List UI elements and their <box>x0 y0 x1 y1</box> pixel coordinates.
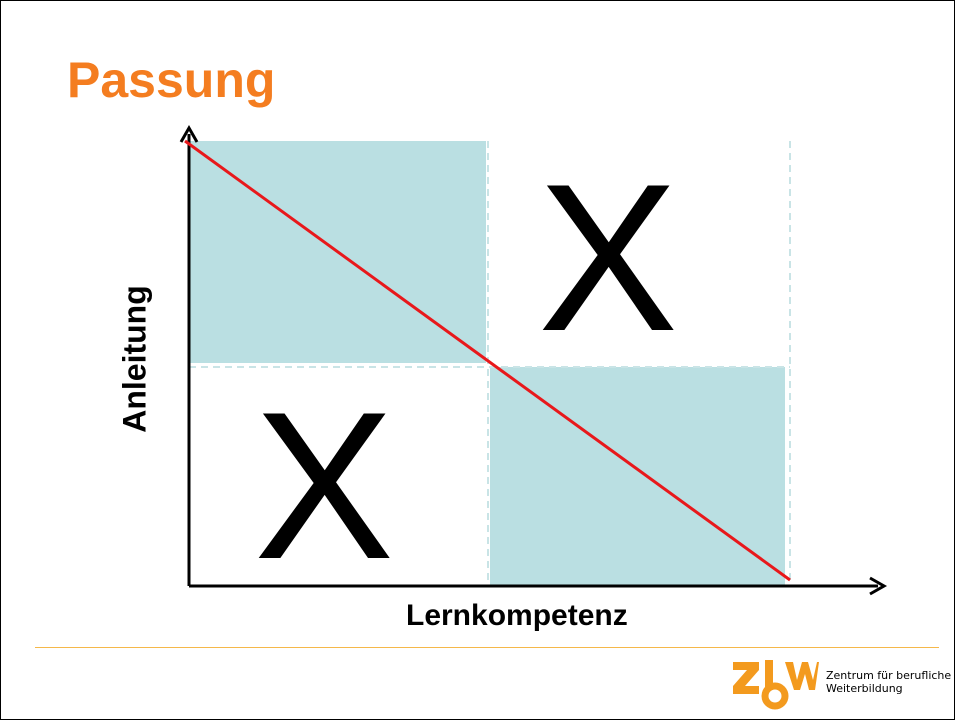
x-axis-arrowhead <box>869 576 888 596</box>
slide-title: Passung <box>67 52 276 108</box>
y-axis-label: Anleitung <box>116 285 153 433</box>
x-axis-label: Lernkompetenz <box>406 599 628 632</box>
diagonal-line <box>184 139 791 582</box>
x-mark-top-right: X <box>538 140 679 375</box>
org-name-line2: Weiterbildung <box>826 682 903 695</box>
org-name-line1: Zentrum für berufliche <box>826 669 952 682</box>
x-mark-bottom-left: X <box>254 368 395 603</box>
quadrant-bottom-right <box>490 367 785 586</box>
zbw-logo-icon <box>733 660 819 710</box>
org-name: Zentrum für berufliche Weiterbildung <box>826 669 951 695</box>
footer-separator <box>35 647 939 648</box>
y-axis-arrowhead <box>179 124 199 143</box>
